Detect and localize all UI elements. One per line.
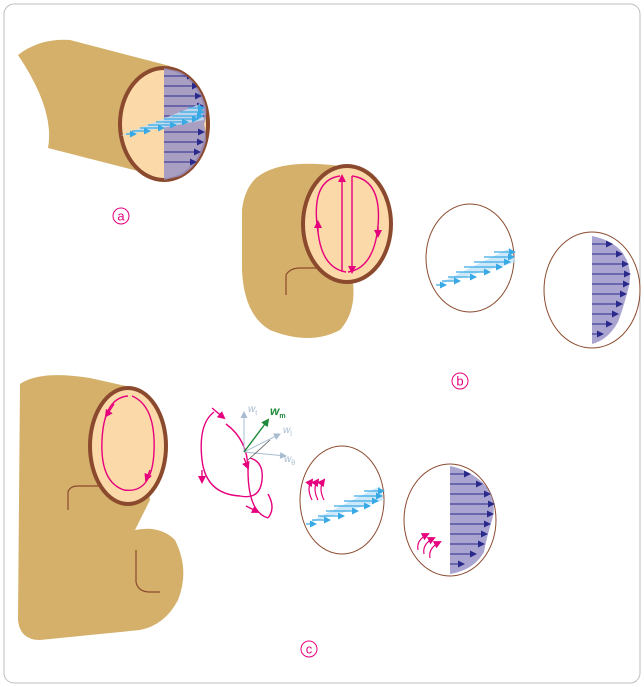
panel-a-label-text: a bbox=[117, 209, 125, 224]
panel-a-label: a bbox=[113, 208, 129, 224]
panel-b-label-text: b bbox=[456, 374, 463, 389]
panel-b-purple-section bbox=[544, 232, 640, 348]
panel-c-pipe bbox=[18, 375, 183, 640]
vector-t-label: wt bbox=[248, 404, 257, 417]
panel-a-pipe bbox=[18, 40, 208, 180]
vector-theta-label: wθ bbox=[284, 454, 295, 467]
panel-c-vector-diagram: wm wt wl wθ bbox=[244, 404, 295, 467]
panel-b-pipe bbox=[242, 164, 391, 338]
panel-c-label-text: c bbox=[306, 642, 313, 657]
panel-b-cyan-section bbox=[426, 204, 516, 312]
panel-c-label: c bbox=[301, 641, 317, 657]
vector-l-label: wl bbox=[283, 425, 292, 438]
panel-c-purple-section bbox=[404, 464, 496, 576]
panel-c-helical-flow bbox=[201, 408, 272, 518]
panel-c-cyan-section bbox=[300, 446, 384, 554]
panel-b-label: b bbox=[452, 373, 468, 389]
vector-main-label: wm bbox=[270, 404, 286, 420]
